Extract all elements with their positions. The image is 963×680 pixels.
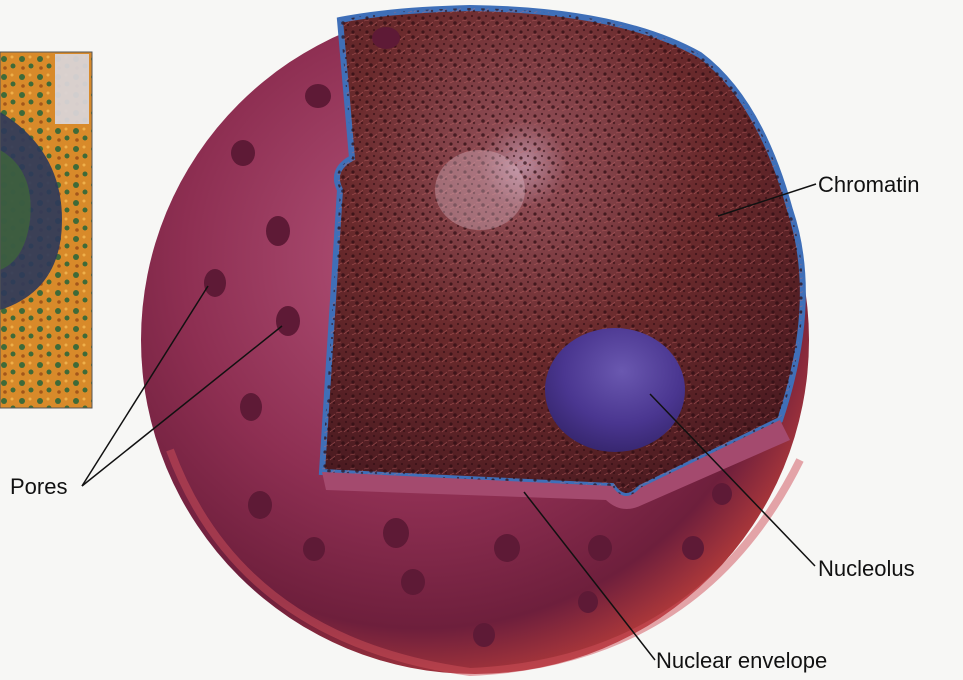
- pore: [401, 569, 425, 595]
- chromatin-label: Chromatin: [818, 172, 919, 198]
- pore: [204, 269, 226, 297]
- pore: [588, 535, 612, 561]
- pore: [383, 518, 409, 548]
- pore: [682, 536, 704, 560]
- nuclear-envelope-label: Nuclear envelope: [656, 648, 827, 674]
- pore: [248, 491, 272, 519]
- pore: [266, 216, 290, 246]
- pore: [303, 537, 325, 561]
- cutaway-interior: [322, 8, 803, 509]
- pores-label: Pores: [10, 474, 67, 500]
- pore: [231, 140, 255, 166]
- micrograph-inset: [0, 52, 92, 408]
- pore: [578, 591, 598, 613]
- nucleolus-label: Nucleolus: [818, 556, 915, 582]
- nucleolus: [545, 328, 685, 452]
- pore: [240, 393, 262, 421]
- pore: [494, 534, 520, 562]
- pore: [372, 27, 400, 49]
- pore: [473, 623, 495, 647]
- pore: [276, 306, 300, 336]
- pore: [712, 483, 732, 505]
- pore: [305, 84, 331, 108]
